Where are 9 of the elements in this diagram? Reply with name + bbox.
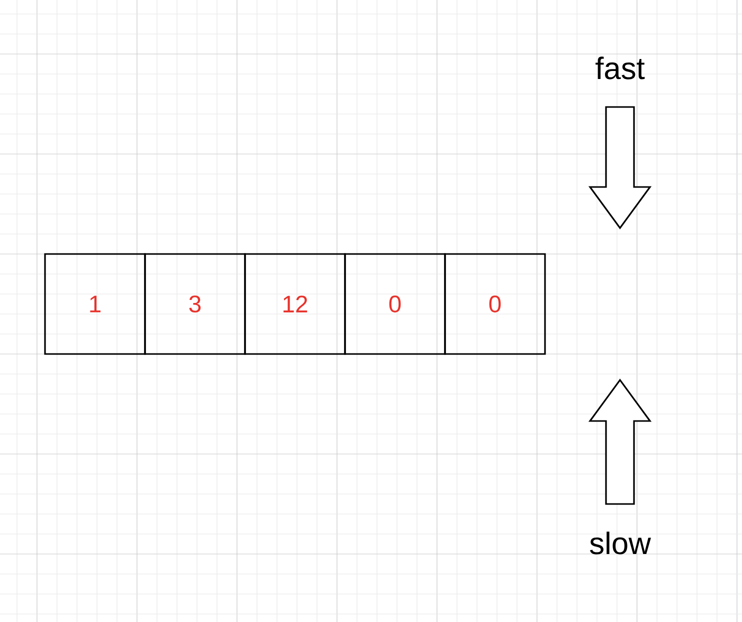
hollow-arrow xyxy=(588,378,652,505)
array-cell: 12 xyxy=(244,253,346,355)
array-cell: 0 xyxy=(444,253,546,355)
array-cell: 3 xyxy=(144,253,246,355)
pointer-label: slow xyxy=(590,532,651,554)
hollow-arrow xyxy=(588,106,652,230)
pointer-label: fast xyxy=(596,56,645,80)
array-cell: 1 xyxy=(44,253,146,355)
array-cell: 0 xyxy=(344,253,446,355)
